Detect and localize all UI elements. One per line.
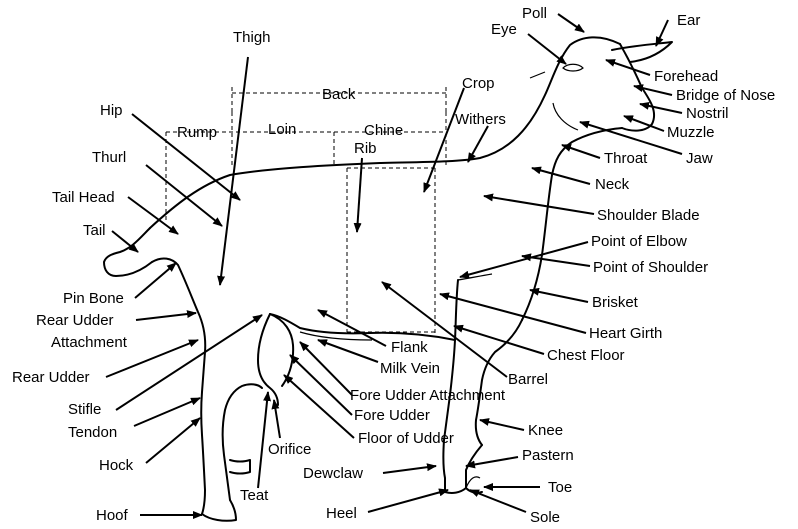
label-forehead: Forehead [654,68,718,85]
label-flank: Flank [391,339,428,356]
label-barrel: Barrel [508,371,548,388]
label-milk-vein: Milk Vein [380,360,440,377]
arrow-rear-udder-attachment [136,313,196,320]
label-rear-udder-attachment-line1: Rear Udder [36,312,114,329]
label-tendon: Tendon [68,424,117,441]
arrow-sole [470,490,526,512]
label-shoulder-blade: Shoulder Blade [597,207,700,224]
label-point-of-shoulder: Point of Shoulder [593,259,708,276]
arrow-dewclaw [383,466,436,473]
label-brisket: Brisket [592,294,639,311]
part-labels: Thigh Back Rump Loin Chine Rib Crop With… [12,5,775,526]
label-floor-of-udder: Floor of Udder [358,430,454,447]
arrow-forehead [606,60,650,75]
label-heel: Heel [326,505,357,522]
label-heart-girth: Heart Girth [589,325,662,342]
arrow-throat [562,145,600,158]
label-poll: Poll [522,5,547,22]
arrow-milk-vein [318,340,378,362]
label-nostril: Nostril [686,105,729,122]
label-rear-udder-attachment-line2: Attachment [51,334,128,351]
arrow-tendon [134,398,200,426]
label-bridge-of-nose: Bridge of Nose [676,87,775,104]
label-thigh: Thigh [233,29,271,46]
label-back: Back [322,86,356,103]
arrow-orifice [274,400,280,438]
arrow-teat [258,392,268,488]
arrow-hock [146,418,200,463]
label-muzzle: Muzzle [667,124,715,141]
label-rump: Rump [177,124,217,141]
label-fore-udder: Fore Udder [354,407,430,424]
label-jaw: Jaw [686,150,713,167]
arrow-poll [558,14,584,32]
label-chest-floor: Chest Floor [547,347,625,364]
goat-outline [104,37,672,520]
label-sole: Sole [530,509,560,526]
arrow-rib [357,158,362,232]
label-teat: Teat [240,487,269,504]
label-ear: Ear [677,12,700,29]
label-eye: Eye [491,21,517,38]
label-crop: Crop [462,75,495,92]
arrow-neck [532,168,590,184]
label-rear-udder: Rear Udder [12,369,90,386]
label-hoof: Hoof [96,507,129,524]
label-dewclaw: Dewclaw [303,465,363,482]
label-chine: Chine [364,122,403,139]
label-point-of-elbow: Point of Elbow [591,233,687,250]
label-loin: Loin [268,121,296,138]
arrow-point-of-elbow [460,242,588,277]
arrow-brisket [530,290,588,302]
arrow-flank [318,310,386,346]
arrow-thurl [146,165,222,226]
label-hock: Hock [99,457,134,474]
arrow-eye [528,34,566,64]
label-orifice: Orifice [268,441,311,458]
label-withers: Withers [455,111,506,128]
label-tail: Tail [83,222,106,239]
arrow-crop [424,88,464,192]
arrow-heart-girth [440,294,586,333]
arrow-shoulder-blade [484,196,594,214]
arrow-tail-head [128,197,178,234]
arrow-thigh [220,57,248,285]
arrow-bridge-of-nose [634,86,672,95]
label-pastern: Pastern [522,447,574,464]
arrow-stifle [116,315,262,410]
label-fore-udder-attachment: Fore Udder Attachment [350,387,506,404]
arrow-heel [368,490,448,512]
label-toe: Toe [548,479,572,496]
label-knee: Knee [528,422,563,439]
label-throat: Throat [604,150,648,167]
label-hip: Hip [100,102,123,119]
label-pin-bone: Pin Bone [63,290,124,307]
arrow-knee [480,420,524,430]
arrow-nostril [640,104,682,113]
label-rib: Rib [354,140,377,157]
label-neck: Neck [595,176,630,193]
label-thurl: Thurl [92,149,126,166]
arrow-pastern [466,457,518,466]
label-stifle: Stifle [68,401,101,418]
label-tail-head: Tail Head [52,189,115,206]
